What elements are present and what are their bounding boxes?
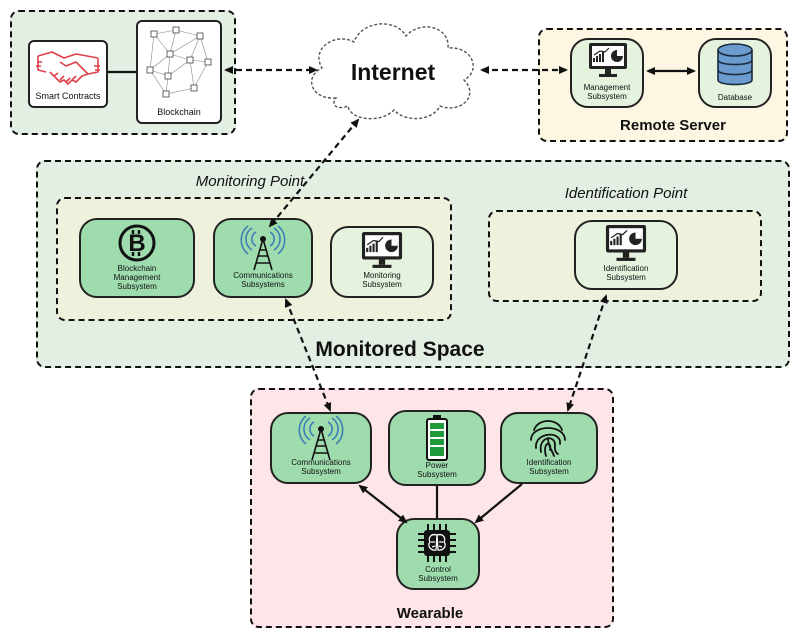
remote-server-title: Remote Server [620,117,726,134]
identification-point-title: Identification Point [564,185,688,202]
database-label: Database [717,93,753,102]
fingerprint-icon [530,420,566,457]
wearable-communications-node[interactable] [270,412,372,484]
battery-icon [426,415,448,461]
bitcoin-icon: B [118,224,156,262]
control-line-1: Control [425,565,451,574]
handshake-icon [36,51,100,85]
management-line-1: Management [583,83,631,92]
antenna-icon [240,225,286,271]
power-subsystem-label: Power Subsystem [388,461,486,480]
w-comm-line-2: Subsystem [301,466,341,476]
blockchain-network-icon [146,26,212,98]
comm-mp-line-2: Subsystems [241,279,285,289]
wearable-identification-node[interactable] [500,412,598,484]
monitor-chart-icon [605,225,647,261]
monitoring-subsystem-label: Monitoring Subsystem [330,271,434,290]
monitoring-line-1: Monitoring [363,271,401,280]
monitoring-line-2: Subsystem [362,279,402,289]
w-id-line-1: Identification [526,458,572,467]
link-identification-wearable [566,294,608,412]
communications-subsystems-node[interactable] [213,218,313,298]
comm-mp-line-1: Communications [233,271,293,280]
svg-text:B: B [128,230,145,257]
monitored-space-title: Monitored Space [315,338,485,361]
blockchain-mgmt-line-3: Subsystem [117,281,157,291]
management-line-2: Subsystem [587,91,627,101]
blockchain-management-label: Blockchain Management Subsystem [79,264,195,291]
smart-contracts-label: Smart Contracts [35,91,101,101]
power-line-1: Power [425,461,449,470]
link-internet-communications [268,118,360,228]
management-subsystem-label: Management Subsystem [570,83,644,102]
monitor-chart-icon [589,43,627,77]
wearable-communications-label: Communications Subsystem [270,458,372,477]
monitor-chart-icon [361,232,403,268]
control-line-2: Subsystem [418,573,458,583]
wearable-identification-label: Identification Subsystem [500,458,598,477]
blockchain-mgmt-line-2: Management [113,272,161,282]
identification-point-subsystem-label: Identification Subsystem [574,264,678,283]
internet-cloud-icon [311,23,474,120]
link-wcomm-control [358,484,408,524]
w-comm-line-1: Communications [291,458,351,467]
w-id-line-2: Subsystem [529,466,569,476]
wearable-title: Wearable [396,605,464,622]
blockchain-management-node[interactable] [79,218,195,298]
smart-contracts-node[interactable] [28,40,108,108]
power-line-2: Subsystem [417,469,457,479]
idp-line-1: Identification [603,264,649,273]
blockchain-mgmt-line-1: Blockchain [117,264,157,273]
database-icon [717,43,753,86]
communications-subsystems-label: Communications Subsystems [213,271,313,290]
link-wid-control [474,483,523,524]
chip-brain-icon [418,524,456,562]
antenna-icon [298,415,344,461]
control-subsystem-label: Control Subsystem [396,565,480,584]
blockchain-label: Blockchain [157,107,201,117]
idp-line-2: Subsystem [606,272,646,282]
internet-label: Internet [350,59,436,85]
link-communications-wearable [284,298,332,412]
